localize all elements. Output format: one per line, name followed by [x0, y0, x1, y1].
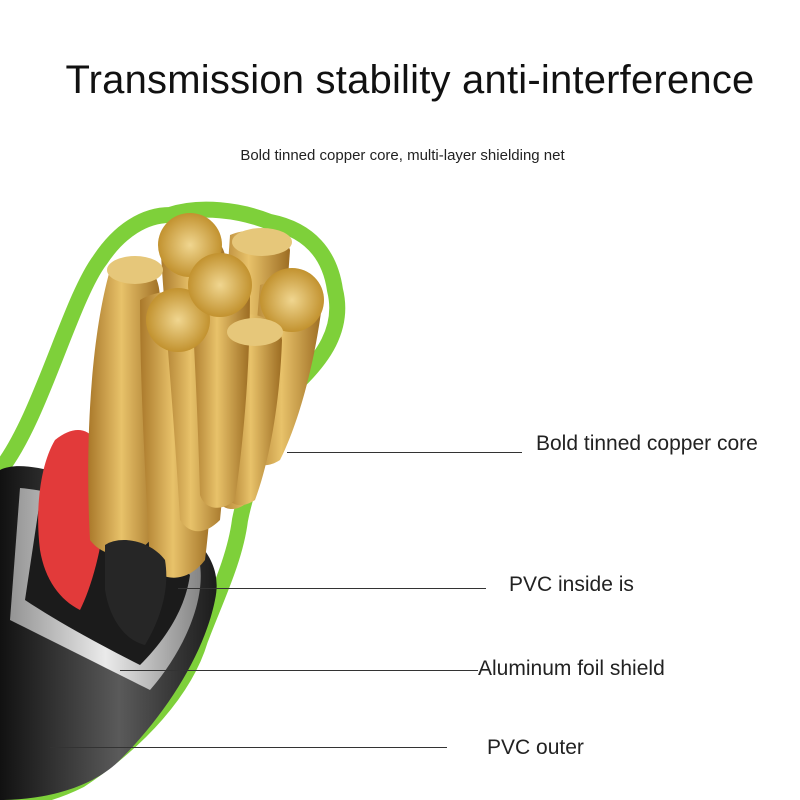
callout-line-copper-core — [287, 452, 522, 453]
callout-line-foil-shield — [120, 670, 478, 671]
callout-label-pvc-outer: PVC outer — [487, 736, 584, 759]
page-title: Transmission stability anti-interference — [65, 58, 755, 102]
callout-line-pvc-inside — [178, 588, 486, 589]
callout-line-pvc-outer — [50, 747, 447, 748]
strand-end-4 — [232, 228, 292, 256]
callout-label-foil-shield: Aluminum foil shield — [478, 657, 665, 680]
strand-end-1 — [107, 256, 163, 284]
pvc-inner-tube — [105, 540, 167, 645]
strand-end-5 — [260, 268, 324, 332]
page-subtitle: Bold tinned copper core, multi-layer shi… — [240, 147, 565, 164]
strand-end-2 — [146, 288, 210, 352]
strand-end-7 — [188, 253, 252, 317]
strand-end-6 — [227, 318, 283, 346]
callout-label-pvc-inside: PVC inside is — [509, 573, 634, 596]
callout-label-copper-core: Bold tinned copper core — [536, 432, 758, 455]
